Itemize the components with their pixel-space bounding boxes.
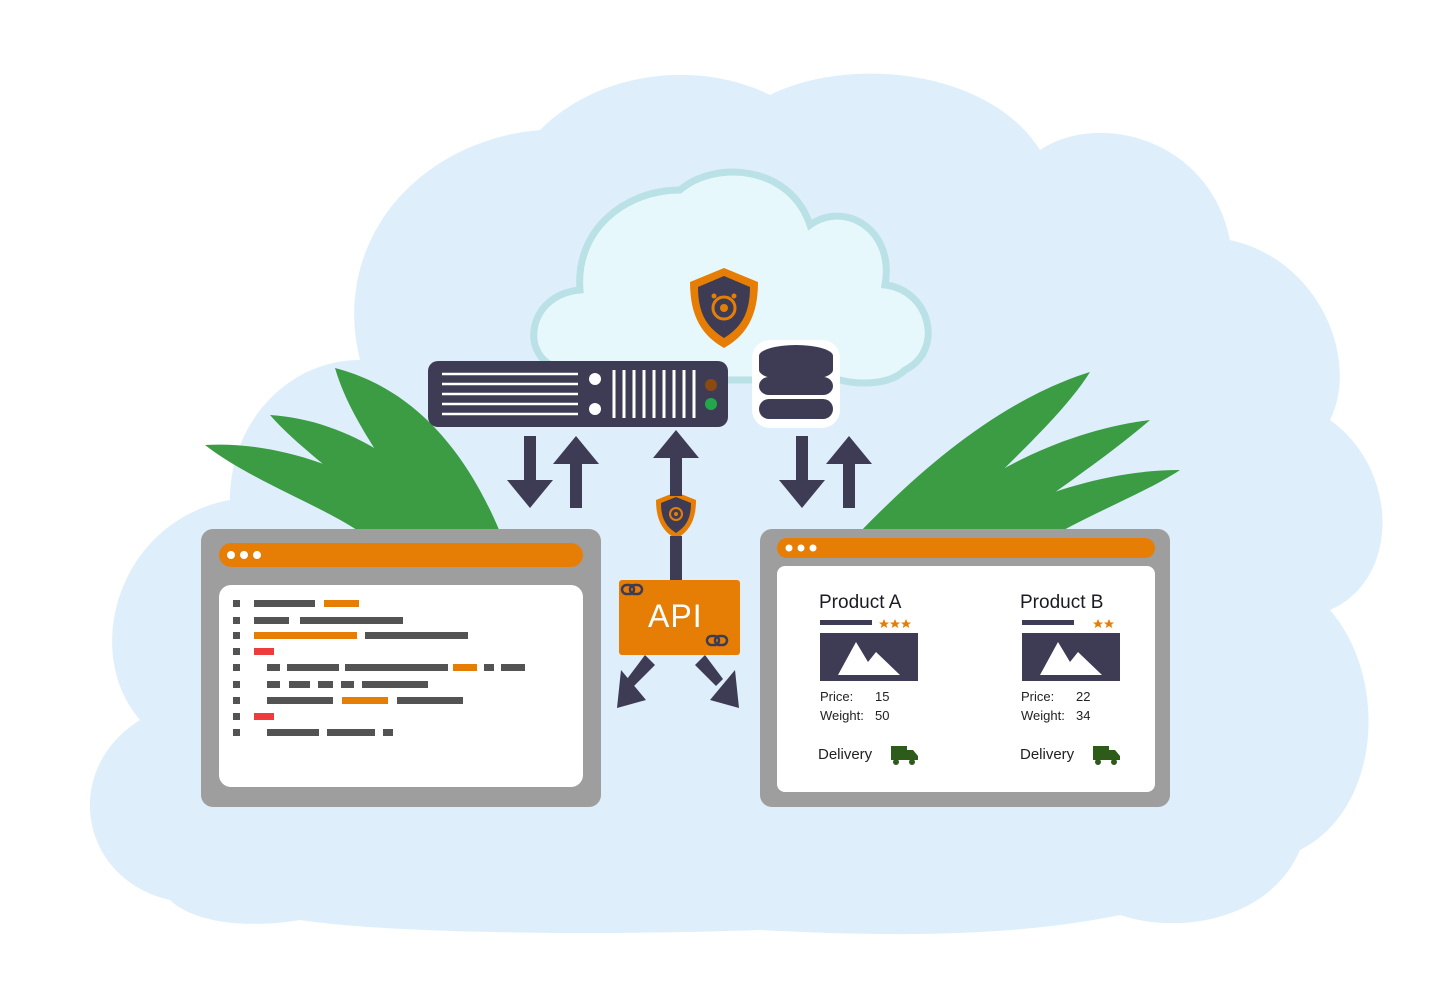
star-icon	[1093, 619, 1114, 628]
product-b-price-value: 22	[1076, 689, 1091, 704]
product-a-price-value: 15	[875, 689, 890, 704]
security-shield-icon	[656, 492, 696, 539]
image-placeholder-icon	[1022, 633, 1120, 681]
image-placeholder-icon	[820, 633, 918, 681]
star-icon	[879, 619, 911, 628]
api-box	[619, 580, 740, 655]
code-lines	[233, 600, 525, 736]
leaves-right	[860, 372, 1180, 532]
delivery-truck-icon	[891, 746, 918, 765]
arrows-server-api	[653, 430, 699, 580]
security-shield-icon	[690, 268, 758, 348]
arrows-database-right	[779, 436, 872, 508]
product-a-weight-value: 50	[875, 708, 890, 723]
api-label: API	[648, 598, 703, 634]
product-b-price-label: Price:	[1021, 689, 1055, 704]
chain-link-icon	[620, 583, 729, 647]
arrows-server-left	[507, 436, 599, 508]
server-rack-icon	[428, 361, 728, 427]
product-b-delivery-label: Delivery	[1020, 746, 1075, 763]
product-window	[760, 529, 1170, 807]
product-a-weight-label: Weight:	[820, 708, 864, 723]
leaves-left	[205, 368, 500, 532]
product-b-name: Product B	[1020, 592, 1104, 613]
code-window	[201, 529, 601, 807]
product-a-price-label: Price:	[820, 689, 854, 704]
product-a-name: Product A	[819, 592, 902, 613]
arrows-api-split	[617, 655, 739, 708]
product-b-weight-value: 34	[1076, 708, 1091, 723]
database-stack-icon	[752, 340, 840, 428]
product-a-delivery-label: Delivery	[818, 746, 873, 763]
delivery-truck-icon	[1093, 746, 1120, 765]
product-b-weight-label: Weight:	[1021, 708, 1065, 723]
